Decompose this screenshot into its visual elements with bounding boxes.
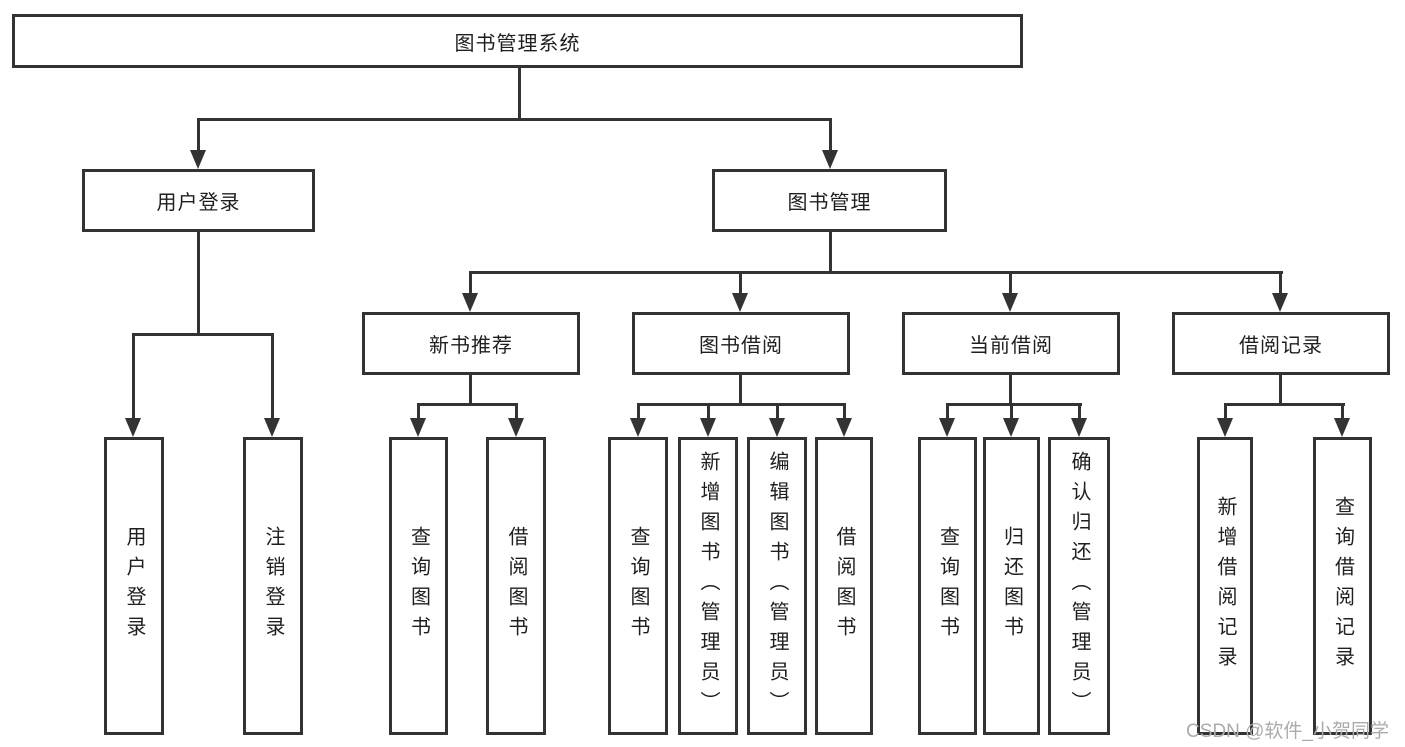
node-book-borrow: 图书借阅 [632, 312, 850, 375]
arrowhead-down-icon [410, 418, 426, 437]
arrowhead-down-icon [125, 418, 141, 437]
node-label: 注销登录 [262, 526, 284, 646]
arrowhead-down-icon [264, 418, 280, 437]
connector-line [1279, 375, 1282, 406]
csdn-watermark: CSDN @软件_小贺同学 [1186, 721, 1389, 742]
arrowhead-down-icon [1272, 293, 1288, 312]
arrowhead-down-icon [732, 293, 748, 312]
leaf-borrow-books: 借阅图书 [815, 437, 873, 735]
connector-line [707, 403, 710, 419]
arrowhead-down-icon [836, 418, 852, 437]
connector-line [197, 118, 200, 152]
leaf-query-borrow-record: 查询借阅记录 [1313, 437, 1372, 735]
connector-line [739, 271, 742, 295]
connector-line [1009, 271, 1012, 295]
node-book-management: 图书管理 [712, 169, 947, 232]
node-label: 借阅图书 [833, 526, 855, 646]
connector-line [1078, 403, 1081, 419]
node-label: 新书推荐 [429, 335, 513, 357]
connector-line [946, 403, 949, 419]
node-label: 新增借阅记录 [1214, 496, 1236, 676]
leaf-confirm-return-admin: 确认归还（管理员） [1048, 437, 1110, 735]
connector-line [1341, 403, 1344, 419]
node-label: 查询图书 [627, 526, 649, 646]
connector-line [637, 403, 846, 406]
arrowhead-down-icon [508, 418, 524, 437]
arrowhead-down-icon [1071, 418, 1087, 437]
connector-line [417, 403, 518, 406]
leaf-logout: 注销登录 [243, 437, 303, 735]
connector-line [132, 333, 135, 419]
arrowhead-down-icon [630, 418, 646, 437]
connector-line [1224, 403, 1345, 406]
arrowhead-down-icon [939, 418, 955, 437]
connector-line [132, 333, 274, 336]
node-label: 当前借阅 [969, 335, 1053, 357]
node-new-book-recommend: 新书推荐 [362, 312, 580, 375]
connector-line [197, 232, 200, 335]
leaf-query-books-current: 查询图书 [918, 437, 977, 735]
node-current-borrow: 当前借阅 [902, 312, 1120, 375]
node-label: 借阅图书 [505, 526, 527, 646]
connector-line [1279, 271, 1282, 295]
leaf-add-borrow-record: 新增借阅记录 [1197, 437, 1253, 735]
connector-line [469, 271, 1283, 274]
arrowhead-down-icon [462, 293, 478, 312]
leaf-add-books-admin: 新增图书（管理员） [678, 437, 738, 735]
connector-line [637, 403, 640, 419]
arrowhead-down-icon [1002, 293, 1018, 312]
node-label: 借阅记录 [1239, 335, 1323, 357]
leaf-edit-books-admin: 编辑图书（管理员） [747, 437, 807, 735]
arrowhead-down-icon [1217, 418, 1233, 437]
node-library-system: 图书管理系统 [12, 14, 1023, 68]
node-label: 用户登录 [123, 526, 145, 646]
connector-line [469, 271, 472, 295]
connector-line [829, 232, 832, 274]
node-label: 确认归还（管理员） [1068, 451, 1090, 721]
arrowhead-down-icon [769, 418, 785, 437]
leaf-user-login: 用户登录 [104, 437, 164, 735]
connector-line [1010, 403, 1013, 419]
connector-line [776, 403, 779, 419]
node-borrow-records: 借阅记录 [1172, 312, 1390, 375]
leaf-query-books-recommend: 查询图书 [389, 437, 448, 735]
connector-line [843, 403, 846, 419]
arrowhead-down-icon [822, 150, 838, 169]
node-label: 归还图书 [1000, 526, 1023, 646]
connector-line [829, 118, 832, 152]
node-label: 查询图书 [936, 526, 959, 646]
leaf-borrow-books-recommend: 借阅图书 [486, 437, 546, 735]
connector-line [739, 375, 742, 406]
connector-line [271, 333, 274, 419]
node-label: 新增图书（管理员） [697, 451, 719, 721]
connector-line [1009, 375, 1012, 406]
arrowhead-down-icon [190, 150, 206, 169]
leaf-query-books-borrow: 查询图书 [608, 437, 668, 735]
connector-line [469, 375, 472, 406]
node-label: 图书借阅 [699, 335, 783, 357]
connector-line [197, 118, 831, 121]
node-label: 编辑图书（管理员） [766, 451, 788, 721]
arrowhead-down-icon [1003, 418, 1019, 437]
node-label: 查询图书 [407, 526, 430, 646]
connector-line [1224, 403, 1227, 419]
node-label: 用户登录 [156, 192, 241, 214]
connector-line [417, 403, 420, 419]
connector-line [518, 68, 521, 120]
arrowhead-down-icon [700, 418, 716, 437]
arrowhead-down-icon [1334, 418, 1350, 437]
connector-line [946, 403, 1082, 406]
leaf-return-books: 归还图书 [983, 437, 1040, 735]
node-label: 图书管理系统 [454, 32, 581, 55]
node-user-login: 用户登录 [82, 169, 315, 232]
node-label: 查询借阅记录 [1331, 496, 1354, 676]
connector-line [515, 403, 518, 419]
node-label: 图书管理 [787, 192, 872, 214]
